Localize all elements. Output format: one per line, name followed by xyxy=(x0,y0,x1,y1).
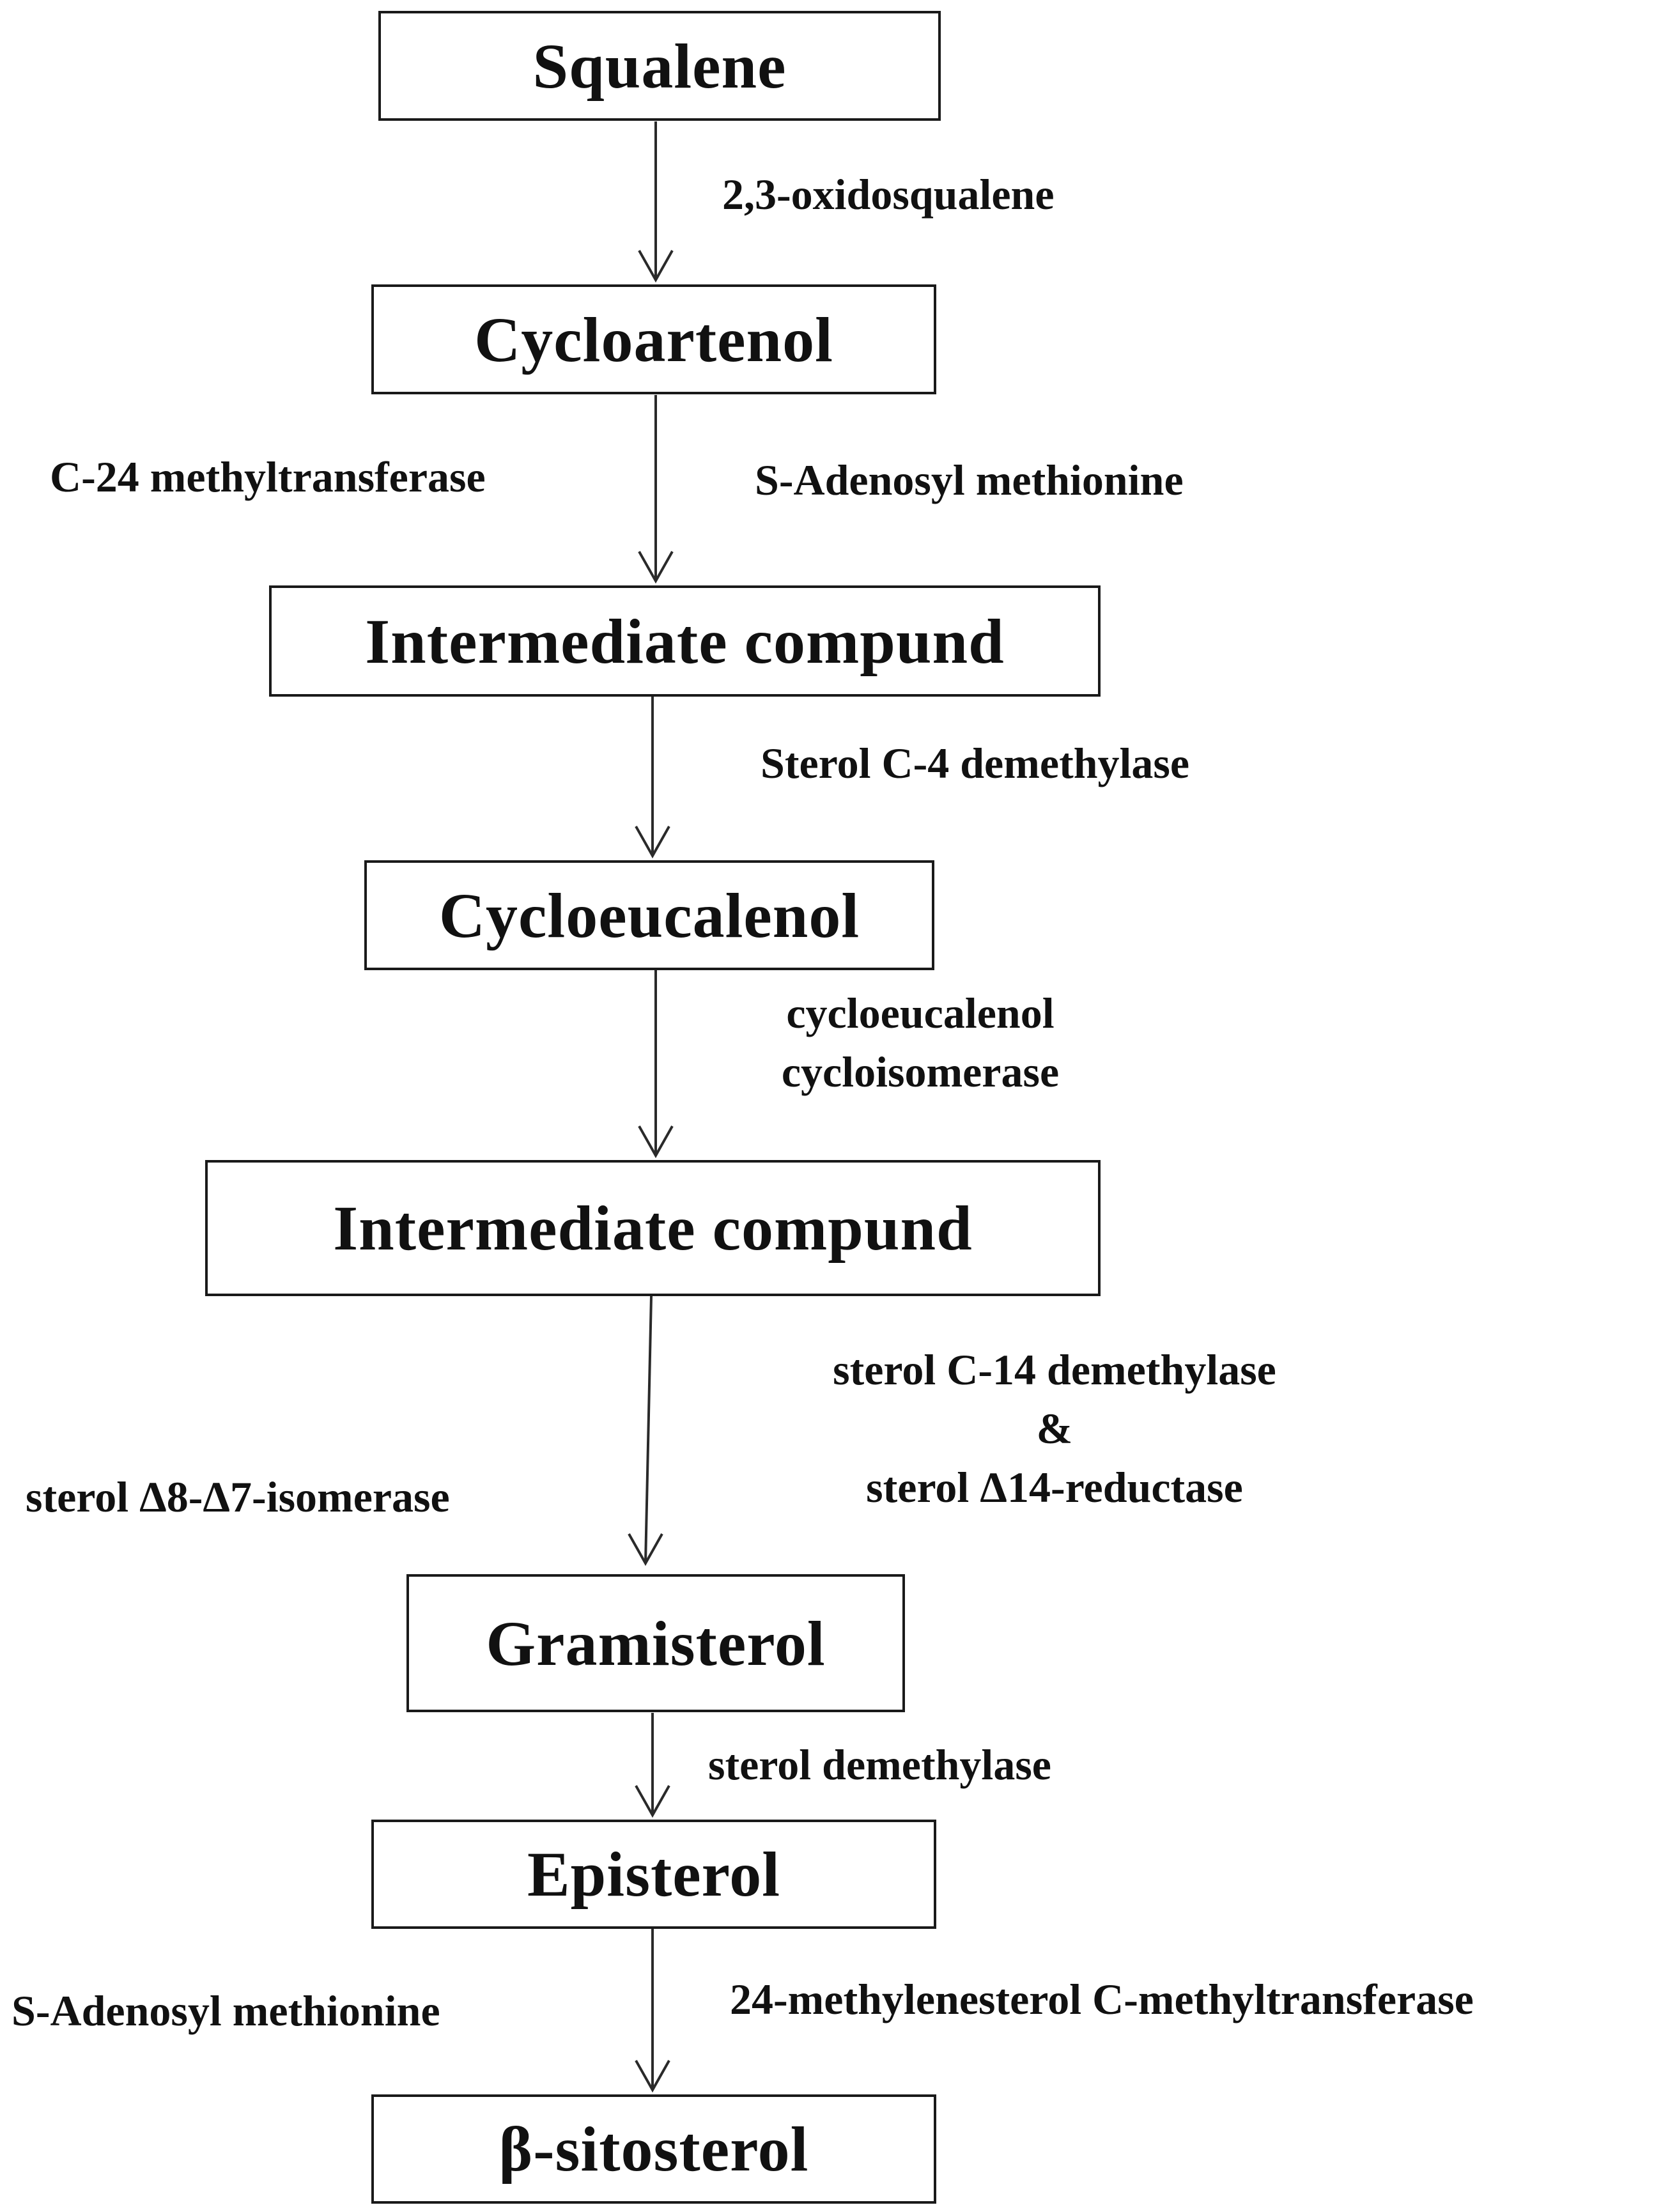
step-2-enzyme-left: C-24 methyltransferase xyxy=(50,452,486,501)
node-intermediate-2: Intermediate compund xyxy=(205,1160,1101,1296)
step-7-cofactor-left: S-Adenosyl methionine xyxy=(12,1986,440,2035)
step-4-enzyme-line-2: cycloisomerase xyxy=(781,1048,1060,1096)
node-beta-sitosterol-label: β-sitosterol xyxy=(499,2114,809,2185)
arrow-intermediate-1-to-cycloeucalenol xyxy=(635,697,670,859)
node-episterol-label: Episterol xyxy=(527,1839,781,1910)
arrow-squalene-to-cycloartenol xyxy=(638,121,674,283)
step-3-enzyme-right: Sterol C-4 demethylase xyxy=(761,739,1190,787)
node-intermediate-1: Intermediate compund xyxy=(269,585,1101,697)
step-5-enzyme-left: sterol Δ8-Δ7-isomerase xyxy=(26,1473,450,1521)
arrow-gramisterol-to-episterol xyxy=(635,1713,670,1818)
step-2-cofactor-right: S-Adenosyl methionine xyxy=(755,456,1184,504)
step-5-enzyme-line-1: sterol C-14 demethylase xyxy=(833,1345,1276,1394)
node-gramisterol-label: Gramisterol xyxy=(486,1607,826,1679)
node-cycloartenol: Cycloartenol xyxy=(371,284,936,394)
node-cycloartenol-label: Cycloartenol xyxy=(474,304,833,375)
step-4-enzyme-right: cycloeucalenol cycloisomerase xyxy=(741,984,1099,1101)
step-4-enzyme-line-1: cycloeucalenol xyxy=(786,989,1055,1037)
node-squalene: Squalene xyxy=(378,11,941,121)
node-episterol: Episterol xyxy=(371,1820,936,1929)
arrow-cycloeucalenol-to-intermediate-2 xyxy=(638,970,674,1159)
step-6-enzyme-right: sterol demethylase xyxy=(708,1740,1051,1789)
arrow-episterol-to-beta-sitosterol xyxy=(635,1929,670,2093)
step-5-enzyme-right: sterol C-14 demethylase & sterol Δ14-red… xyxy=(761,1340,1349,1517)
step-7-enzyme-right: 24-methylenesterol C-methyltransferase xyxy=(730,1975,1474,2023)
node-intermediate-1-label: Intermediate compund xyxy=(365,605,1005,677)
node-intermediate-2-label: Intermediate compund xyxy=(333,1193,973,1264)
node-cycloeucalenol: Cycloeucalenol xyxy=(364,860,934,970)
step-1-enzyme-right: 2,3-oxidosqualene xyxy=(722,170,1055,219)
node-squalene-label: Squalene xyxy=(532,30,787,102)
arrow-intermediate-2-to-gramisterol xyxy=(628,1295,663,1566)
node-cycloeucalenol-label: Cycloeucalenol xyxy=(438,879,860,951)
arrow-cycloartenol-to-intermediate-1 xyxy=(638,395,674,584)
step-5-enzyme-line-3: sterol Δ14-reductase xyxy=(866,1463,1243,1512)
node-gramisterol: Gramisterol xyxy=(406,1574,905,1712)
node-beta-sitosterol: β-sitosterol xyxy=(371,2094,936,2204)
step-5-enzyme-line-2: & xyxy=(1036,1404,1073,1453)
